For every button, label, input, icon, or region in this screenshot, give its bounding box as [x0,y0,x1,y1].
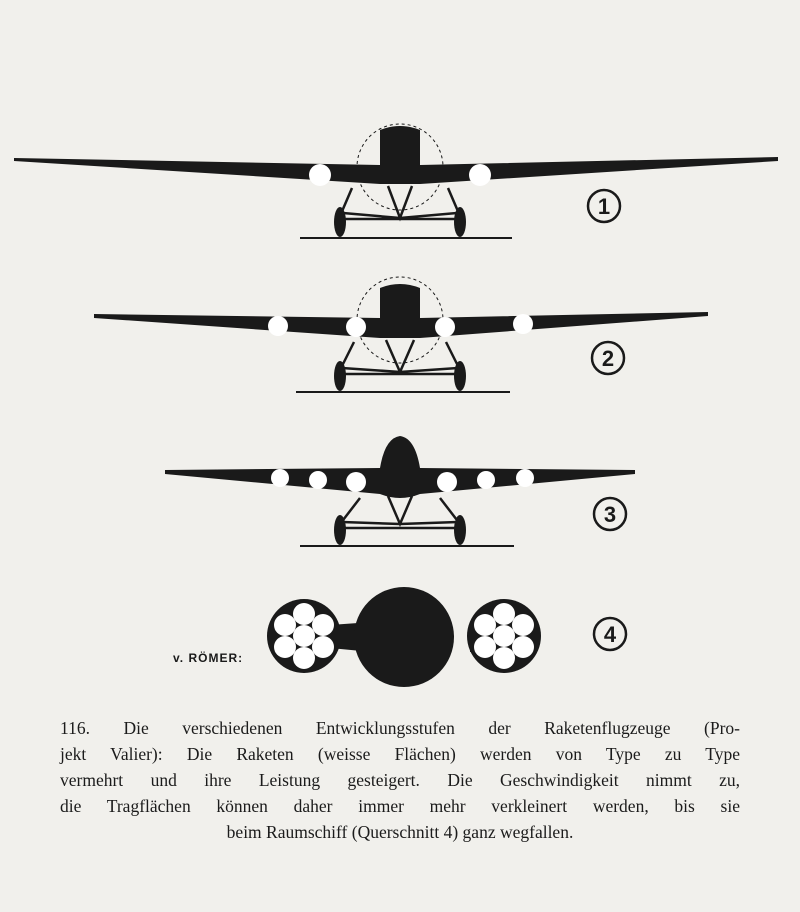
figure-label-1: 1 [598,194,610,219]
spaceship-cross-section: v. RÖMER: 4 [173,587,628,687]
label-circle-3 [592,496,628,532]
figure-caption: 116. Die verschiedenen Entwicklungsstufe… [60,715,740,845]
caption-line-1: 116. Die verschiedenen Entwicklungsstufe… [60,718,740,738]
aircraft-figure: 1 2 [14,123,778,687]
figure-label-2: 2 [602,346,614,371]
label-circle-2 [590,340,626,376]
caption-line-4: die Tragflächen können daher immer mehr … [60,796,740,816]
artist-signature: v. RÖMER: [173,650,243,665]
aircraft-3: 3 [165,436,635,547]
caption-line-3: vermehrt und ihre Leistung gesteigert. D… [60,770,740,790]
label-circle-4 [592,616,628,652]
caption-line-2: jekt Valier): Die Raketen (weisse Fläche… [60,744,740,764]
aircraft-1: 1 [14,123,778,239]
figure-label-4: 4 [604,622,617,647]
caption-line-5: beim Raumschiff (Querschnitt 4) ganz weg… [226,822,574,842]
aircraft-2: 2 [94,276,708,393]
figure-label-3: 3 [604,502,616,527]
label-circle-1 [586,188,622,224]
